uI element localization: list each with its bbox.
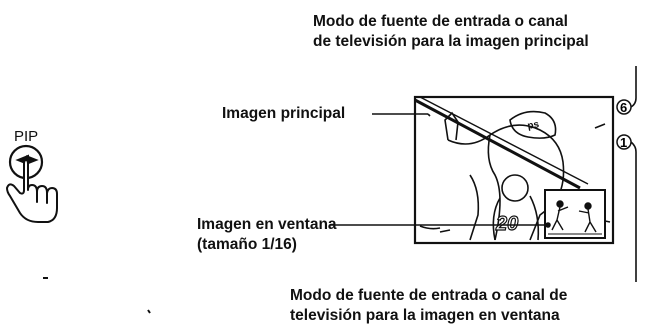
- main-channel-number: 6: [620, 100, 627, 115]
- callout-lines: [330, 66, 637, 282]
- window-picture: [544, 189, 606, 239]
- window-channel-indicator: 1: [616, 134, 632, 150]
- stray-mark: [147, 309, 151, 314]
- jersey-number: 20: [495, 213, 518, 235]
- window-picture-label: Imagen en ventana (tamaño 1/16): [197, 215, 337, 255]
- window-channel-number: 1: [620, 135, 627, 150]
- window-picture-label-line2: (tamaño 1/16): [197, 236, 297, 253]
- main-channel-label-line2: de televisión para la imagen principal: [313, 33, 589, 50]
- window-picture-label-line1: Imagen en ventana: [197, 216, 337, 233]
- main-channel-label: Modo de fuente de entrada o canal de tel…: [313, 12, 589, 52]
- hand-icon: [6, 159, 58, 223]
- window-channel-label-line2: televisión para la imagen en ventana: [290, 307, 560, 324]
- window-channel-label-line1: Modo de fuente de entrada o canal de: [290, 287, 568, 304]
- main-channel-indicator: 6: [616, 99, 632, 115]
- main-channel-label-line1: Modo de fuente de entrada o canal: [313, 13, 568, 30]
- main-picture-label: Imagen principal: [222, 105, 346, 122]
- helmet-text: ps: [527, 119, 541, 132]
- window-channel-label: Modo de fuente de entrada o canal de tel…: [290, 286, 567, 326]
- pip-button-label: PIP: [14, 128, 39, 145]
